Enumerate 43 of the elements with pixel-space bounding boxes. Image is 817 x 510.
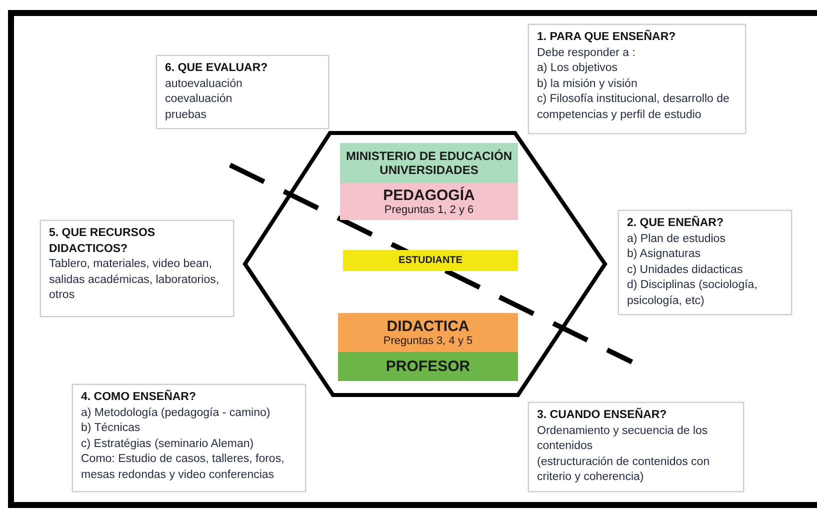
card-text: d) Disciplinas (sociología, psicología, etc) <box>627 278 758 308</box>
card-heading: 1. PARA QUE ENSEÑAR? <box>537 30 677 45</box>
colored-band <box>338 313 518 352</box>
card-text: autoevaluación <box>165 76 244 92</box>
question-card <box>528 402 744 492</box>
card-heading: 3. CUANDO ENSEÑAR? <box>537 408 668 423</box>
band-title: MINISTERIO DE EDUCACIÓN UNIVERSIDADES <box>344 149 513 177</box>
band-subtitle: Preguntas 1, 2 y 6 <box>384 204 474 216</box>
colored-band <box>340 183 518 220</box>
card-text: b) la misión y visión <box>537 76 638 92</box>
card-heading: 6. QUE EVALUAR? <box>165 61 269 76</box>
card-text: b) Técnicas <box>81 421 142 436</box>
card-text: Como: Estudio de casos, talleres, foros, mesas redondas y video conferencias <box>81 452 286 482</box>
band-title: PROFESOR <box>386 358 470 375</box>
card-text: pruebas <box>165 108 208 122</box>
card-text: Debe responder a : <box>537 46 636 60</box>
band-title: PEDAGOGÍA <box>383 187 475 204</box>
colored-band <box>343 250 518 271</box>
band-subtitle: Preguntas 3, 4 y 5 <box>383 335 473 347</box>
card-text: (estructuración de contenidos con criterio y coherencia) <box>537 454 711 485</box>
colored-band <box>340 143 518 183</box>
question-card <box>156 55 329 129</box>
card-heading: 5. QUE RECURSOS DIDACTICOS? <box>49 226 156 256</box>
colored-band <box>338 352 518 381</box>
card-text: a) Los objetivos <box>537 61 619 76</box>
card-heading: 4. COMO ENSEÑAR? <box>81 390 198 405</box>
card-heading: 2. QUE ENEÑAR? <box>627 216 724 231</box>
question-card <box>40 220 234 317</box>
question-card <box>72 384 306 492</box>
question-card <box>528 24 746 134</box>
card-text: a) Metodología (pedagogía - camino) <box>81 406 272 420</box>
card-text: c) Estratégias (seminario Aleman) <box>81 436 255 452</box>
band-title: ESTUDIANTE <box>398 255 462 266</box>
card-text: c) Filosofía institucional, desarrollo de competencias y perfil de estudio <box>537 92 730 122</box>
hexagon-frame <box>245 133 605 395</box>
card-text: b) Asignaturas <box>627 247 702 262</box>
card-text: Ordenamiento y secuencia de los contenidos <box>537 424 709 454</box>
card-text: c) Unidades didacticas <box>627 262 744 278</box>
card-text: a) Plan de estudios <box>627 232 726 246</box>
question-card <box>618 210 792 315</box>
card-text: coevaluación <box>165 92 234 107</box>
band-title: DIDACTICA <box>386 318 470 335</box>
card-text: Tablero, materiales, video bean, salidas académicas, laboratorios, otros <box>49 257 220 303</box>
